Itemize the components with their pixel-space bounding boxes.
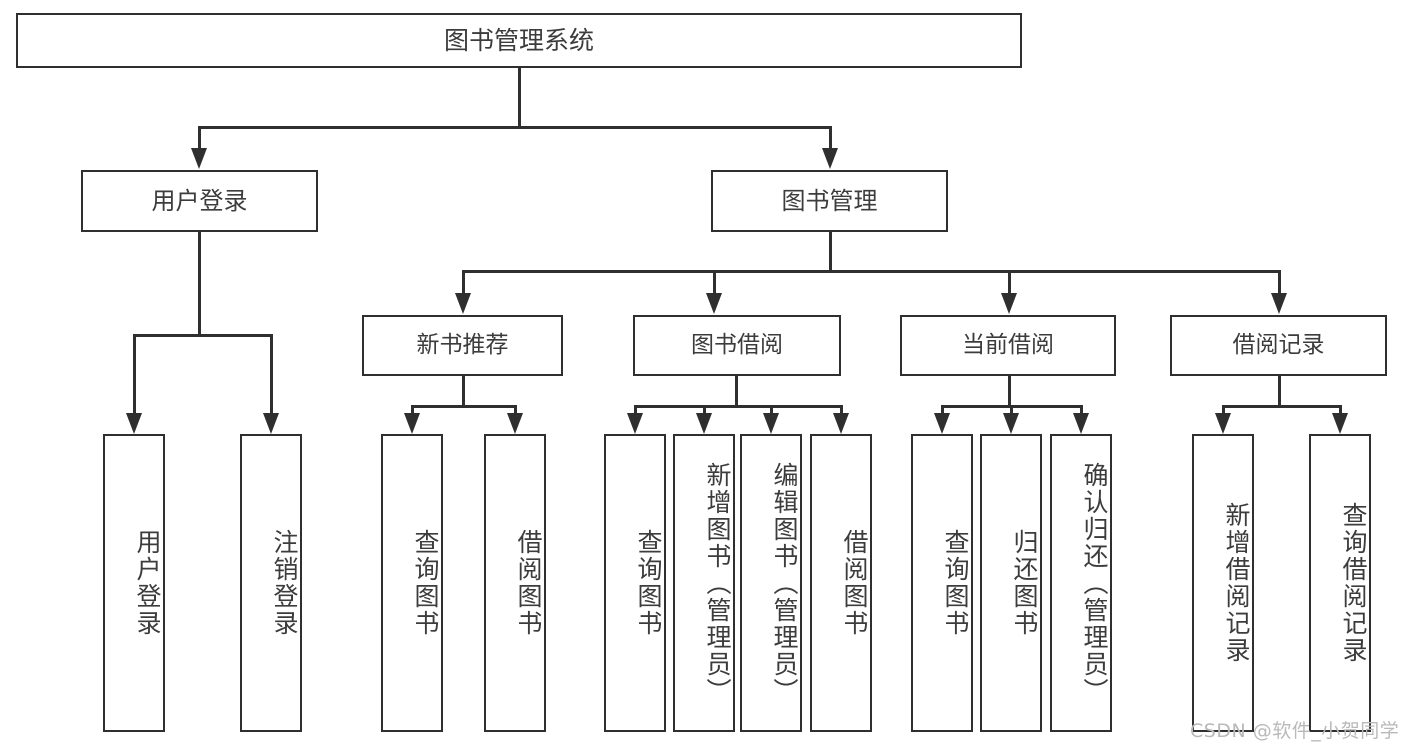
node-label: 借阅图书 (840, 529, 869, 637)
arrow-current-leaf-2 (1003, 413, 1019, 434)
leaf-newbook-borrow-book[interactable]: 借阅图书 (484, 434, 546, 732)
csdn-watermark: CSDN @软件_小贺同学 (1190, 720, 1400, 742)
connector-newbook-stem (462, 376, 465, 407)
connector-current-stem (1008, 376, 1011, 407)
leaf-current-confirm-return-admin[interactable]: 确认归还（管理员） (1050, 434, 1112, 732)
connector-current-c1 (941, 405, 944, 414)
leaf-user-logout[interactable]: 注销登录 (240, 434, 302, 732)
node-label: 新书推荐 (416, 331, 509, 358)
arrow-bookborrow-leaf-4 (833, 413, 849, 434)
arrow-bookborrow-leaf-2 (696, 413, 712, 434)
node-label: 新增借阅记录 (1222, 502, 1251, 664)
node-label: 编辑图书（管理员） (770, 461, 799, 705)
connector-record-bar (1222, 405, 1339, 408)
connector-bookborrow-c3 (770, 405, 773, 414)
node-label: 借阅记录 (1232, 331, 1325, 358)
arrow-root-to-book (822, 148, 838, 169)
connector-bookborrow-c2 (703, 405, 706, 414)
connector-book-c2 (713, 270, 716, 294)
connector-book-c4 (1278, 270, 1281, 294)
connector-root-to-book (829, 126, 832, 149)
arrow-book-to-record (1271, 293, 1287, 314)
leaf-borrow-borrow-book[interactable]: 借阅图书 (810, 434, 872, 732)
connector-book-c1 (462, 270, 465, 294)
arrow-user-leaf-2 (263, 413, 279, 434)
node-label: 查询图书 (411, 529, 440, 637)
node-root-system[interactable]: 图书管理系统 (16, 13, 1022, 68)
connector-root-bar (198, 126, 831, 129)
leaf-record-add-record[interactable]: 新增借阅记录 (1192, 434, 1254, 732)
arrow-bookborrow-leaf-3 (763, 413, 779, 434)
node-label: 图书借阅 (691, 331, 783, 358)
node-new-book-recommend[interactable]: 新书推荐 (362, 315, 563, 376)
node-label: 查询借阅记录 (1339, 502, 1368, 664)
arrow-current-leaf-3 (1073, 413, 1089, 434)
connector-newbook-r (514, 405, 517, 414)
connector-current-c3 (1080, 405, 1083, 414)
leaf-record-query-record[interactable]: 查询借阅记录 (1309, 434, 1371, 732)
connector-root-to-user (198, 126, 201, 149)
node-label: 图书管理系统 (443, 25, 594, 55)
arrow-newbook-leaf-2 (507, 413, 523, 434)
connector-newbook-l (411, 405, 414, 414)
leaf-current-return-book[interactable]: 归还图书 (980, 434, 1042, 732)
node-label: 查询图书 (634, 529, 663, 637)
node-label: 注销登录 (270, 529, 299, 637)
node-label: 查询图书 (941, 529, 970, 637)
connector-root-stem (518, 68, 521, 128)
connector-user-right (270, 334, 273, 414)
connector-record-l (1222, 405, 1225, 414)
arrow-bookborrow-leaf-1 (627, 413, 643, 434)
arrow-record-leaf-2 (1332, 413, 1348, 434)
arrow-user-leaf-1 (126, 413, 142, 434)
connector-current-c2 (1010, 405, 1013, 414)
leaf-newbook-query-book[interactable]: 查询图书 (381, 434, 443, 732)
leaf-borrow-add-book-admin[interactable]: 新增图书（管理员） (673, 434, 735, 732)
node-borrow-record[interactable]: 借阅记录 (1170, 315, 1387, 376)
node-label: 用户登录 (151, 186, 248, 215)
node-label: 图书管理 (781, 186, 878, 215)
connector-book-c3 (1008, 270, 1011, 294)
leaf-user-login[interactable]: 用户登录 (103, 434, 165, 732)
connector-bookborrow-bar (634, 405, 841, 408)
leaf-borrow-query-book[interactable]: 查询图书 (604, 434, 666, 732)
connector-book-stem (829, 232, 832, 272)
node-current-borrow[interactable]: 当前借阅 (900, 315, 1116, 376)
leaf-current-query-book[interactable]: 查询图书 (911, 434, 973, 732)
arrow-book-to-borrow (706, 293, 722, 314)
connector-user-stem (198, 232, 201, 336)
connector-record-stem (1278, 376, 1281, 407)
connector-bookborrow-c1 (634, 405, 637, 414)
connector-newbook-bar (411, 405, 514, 408)
node-label: 用户登录 (133, 529, 162, 637)
leaf-borrow-edit-book-admin[interactable]: 编辑图书（管理员） (740, 434, 802, 732)
node-book-management[interactable]: 图书管理 (711, 170, 948, 232)
connector-book-bar (462, 270, 1279, 273)
arrow-newbook-leaf-1 (404, 413, 420, 434)
arrow-book-to-new (455, 293, 471, 314)
connector-bookborrow-stem (735, 376, 738, 407)
node-book-borrow[interactable]: 图书借阅 (633, 315, 841, 376)
node-label: 归还图书 (1010, 529, 1039, 637)
arrow-book-to-current (1001, 293, 1017, 314)
node-user-login[interactable]: 用户登录 (81, 170, 318, 232)
node-label: 新增图书（管理员） (703, 461, 732, 705)
connector-user-bar (133, 334, 272, 337)
arrow-current-leaf-1 (934, 413, 950, 434)
node-label: 当前借阅 (962, 331, 1054, 358)
arrow-root-to-user (191, 148, 207, 169)
connector-record-r (1339, 405, 1342, 414)
node-label: 确认归还（管理员） (1080, 461, 1109, 705)
arrow-record-leaf-1 (1215, 413, 1231, 434)
node-label: 借阅图书 (514, 529, 543, 637)
connector-user-left (133, 334, 136, 414)
connector-bookborrow-c4 (840, 405, 843, 414)
